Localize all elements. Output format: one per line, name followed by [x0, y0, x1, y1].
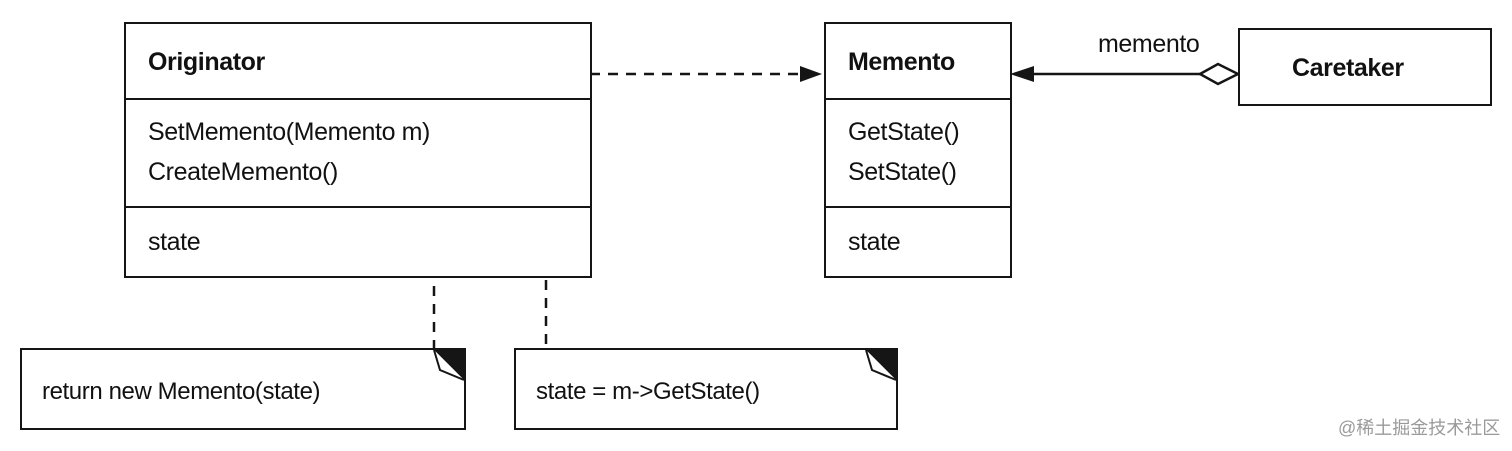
setmemento-note: state = m->GetState() [514, 348, 898, 430]
originator-operation: CreateMemento() [148, 158, 338, 186]
note-folded-corner-icon [433, 349, 465, 381]
creatememento-note-text: return new Memento(state) [42, 378, 321, 405]
aggregation-diamond [1197, 62, 1241, 86]
note-folded-corner-icon [865, 349, 897, 381]
originator-class: Originator SetMemento(Memento m) CreateM… [124, 22, 592, 278]
dependency-arrowhead [800, 66, 822, 82]
memento-class: Memento GetState() SetState() state [824, 22, 1012, 278]
caretaker-class: Caretaker [1238, 28, 1492, 106]
watermark: @稀土掘金技术社区 [1338, 418, 1501, 438]
memento-operation: SetState() [848, 158, 957, 186]
memento-operations-compartment: GetState() SetState() [826, 98, 1010, 206]
originator-operations-compartment: SetMemento(Memento m) CreateMemento() [126, 98, 590, 206]
memento-attributes-compartment: state [826, 206, 1010, 278]
originator-class-name: Originator [148, 48, 265, 76]
setmemento-note-text: state = m->GetState() [536, 378, 760, 405]
association-role-label: memento [1098, 30, 1200, 58]
originator-name-compartment: Originator [126, 24, 590, 98]
memento-operation: GetState() [848, 118, 960, 146]
memento-attribute: state [848, 228, 901, 256]
caretaker-class-name: Caretaker [1292, 54, 1404, 82]
originator-attributes-compartment: state [126, 206, 590, 278]
originator-attribute: state [148, 228, 201, 256]
memento-name-compartment: Memento [826, 24, 1010, 98]
originator-operation: SetMemento(Memento m) [148, 118, 430, 146]
association-arrowhead [1010, 66, 1034, 82]
memento-class-name: Memento [848, 48, 955, 76]
creatememento-note: return new Memento(state) [20, 348, 466, 430]
